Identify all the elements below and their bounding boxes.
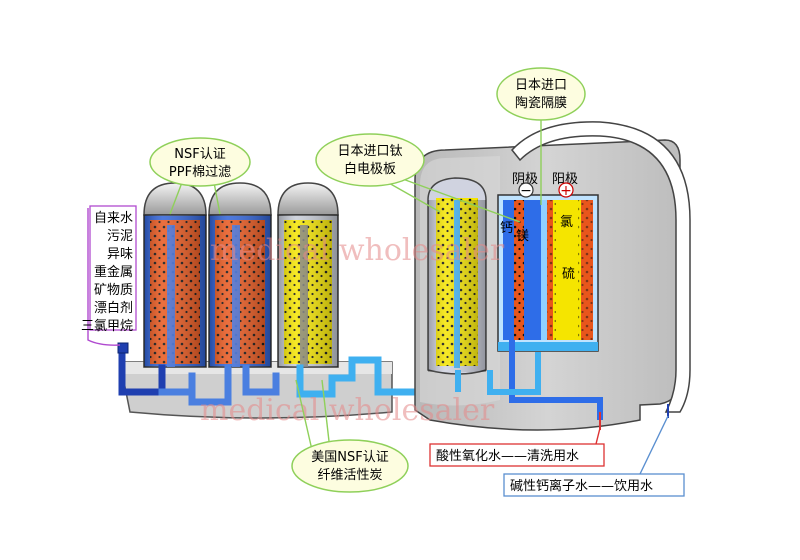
chlorine-label: 氯 <box>560 215 573 230</box>
calcium-label: 钙 <box>500 221 513 236</box>
watermark-upper: medical wholesaler <box>210 233 505 268</box>
svg-text:污泥: 污泥 <box>107 229 133 244</box>
svg-text:阳极: 阳极 <box>552 172 578 187</box>
svg-text:阴极: 阴极 <box>512 172 538 187</box>
svg-text:+: + <box>560 183 572 199</box>
watermark-lower: medical wholesaler <box>200 393 495 428</box>
anode-badge: 阳极 + <box>552 172 578 199</box>
svg-text:自来水: 自来水 <box>94 211 133 226</box>
svg-text:三氯甲烷: 三氯甲烷 <box>81 319 133 334</box>
svg-text:矿物质: 矿物质 <box>94 283 133 298</box>
svg-text:NSF认证: NSF认证 <box>174 147 225 162</box>
cathode-badge: 阴极 − <box>512 172 538 199</box>
ppf-callout: NSF认证 PPF棉过滤 <box>149 137 251 187</box>
sulfur-label: 硫 <box>562 267 575 282</box>
alkaline-water-callout: 碱性钙离子水——饮用水 <box>503 473 685 497</box>
svg-text:日本进口钛: 日本进口钛 <box>337 144 402 159</box>
svg-text:美国NSF认证: 美国NSF认证 <box>311 450 388 465</box>
carbon-callout: 美国NSF认证 纤维活性炭 <box>291 439 409 493</box>
carbon-cartridge <box>277 182 339 368</box>
svg-text:日本进口: 日本进口 <box>515 78 567 93</box>
chamber-pipes <box>455 340 669 430</box>
ppf-cartridge-1 <box>143 182 207 368</box>
svg-text:漂白剂: 漂白剂 <box>94 300 133 316</box>
svg-text:碱性钙离子水——饮用水: 碱性钙离子水——饮用水 <box>510 478 653 494</box>
outlet-hose <box>511 121 691 413</box>
electrolysis-chamber <box>497 194 599 352</box>
magnesium-label: 镁 <box>516 229 529 244</box>
svg-text:PPF棉过滤: PPF棉过滤 <box>169 165 231 180</box>
titanium-electrode-column <box>427 177 487 375</box>
svg-text:纤维活性炭: 纤维活性炭 <box>317 468 382 483</box>
source-water-callout: 自来水 污泥 异味 重金属 矿物质 漂白剂 三氯甲烷 <box>81 205 137 334</box>
svg-text:陶瓷隔膜: 陶瓷隔膜 <box>515 95 567 111</box>
membrane-callout: 日本进口 陶瓷隔膜 <box>496 67 586 121</box>
acidic-water-callout: 酸性氧化水——清洗用水 <box>429 443 605 467</box>
svg-text:重金属: 重金属 <box>94 264 133 280</box>
titanium-callout: 日本进口钛 白电极板 <box>315 133 425 187</box>
svg-text:−: − <box>520 183 532 199</box>
svg-text:白电极板: 白电极板 <box>344 161 396 177</box>
svg-text:异味: 异味 <box>107 247 133 262</box>
ppf-cartridge-2 <box>208 182 272 368</box>
svg-text:酸性氧化水——清洗用水: 酸性氧化水——清洗用水 <box>436 449 579 464</box>
